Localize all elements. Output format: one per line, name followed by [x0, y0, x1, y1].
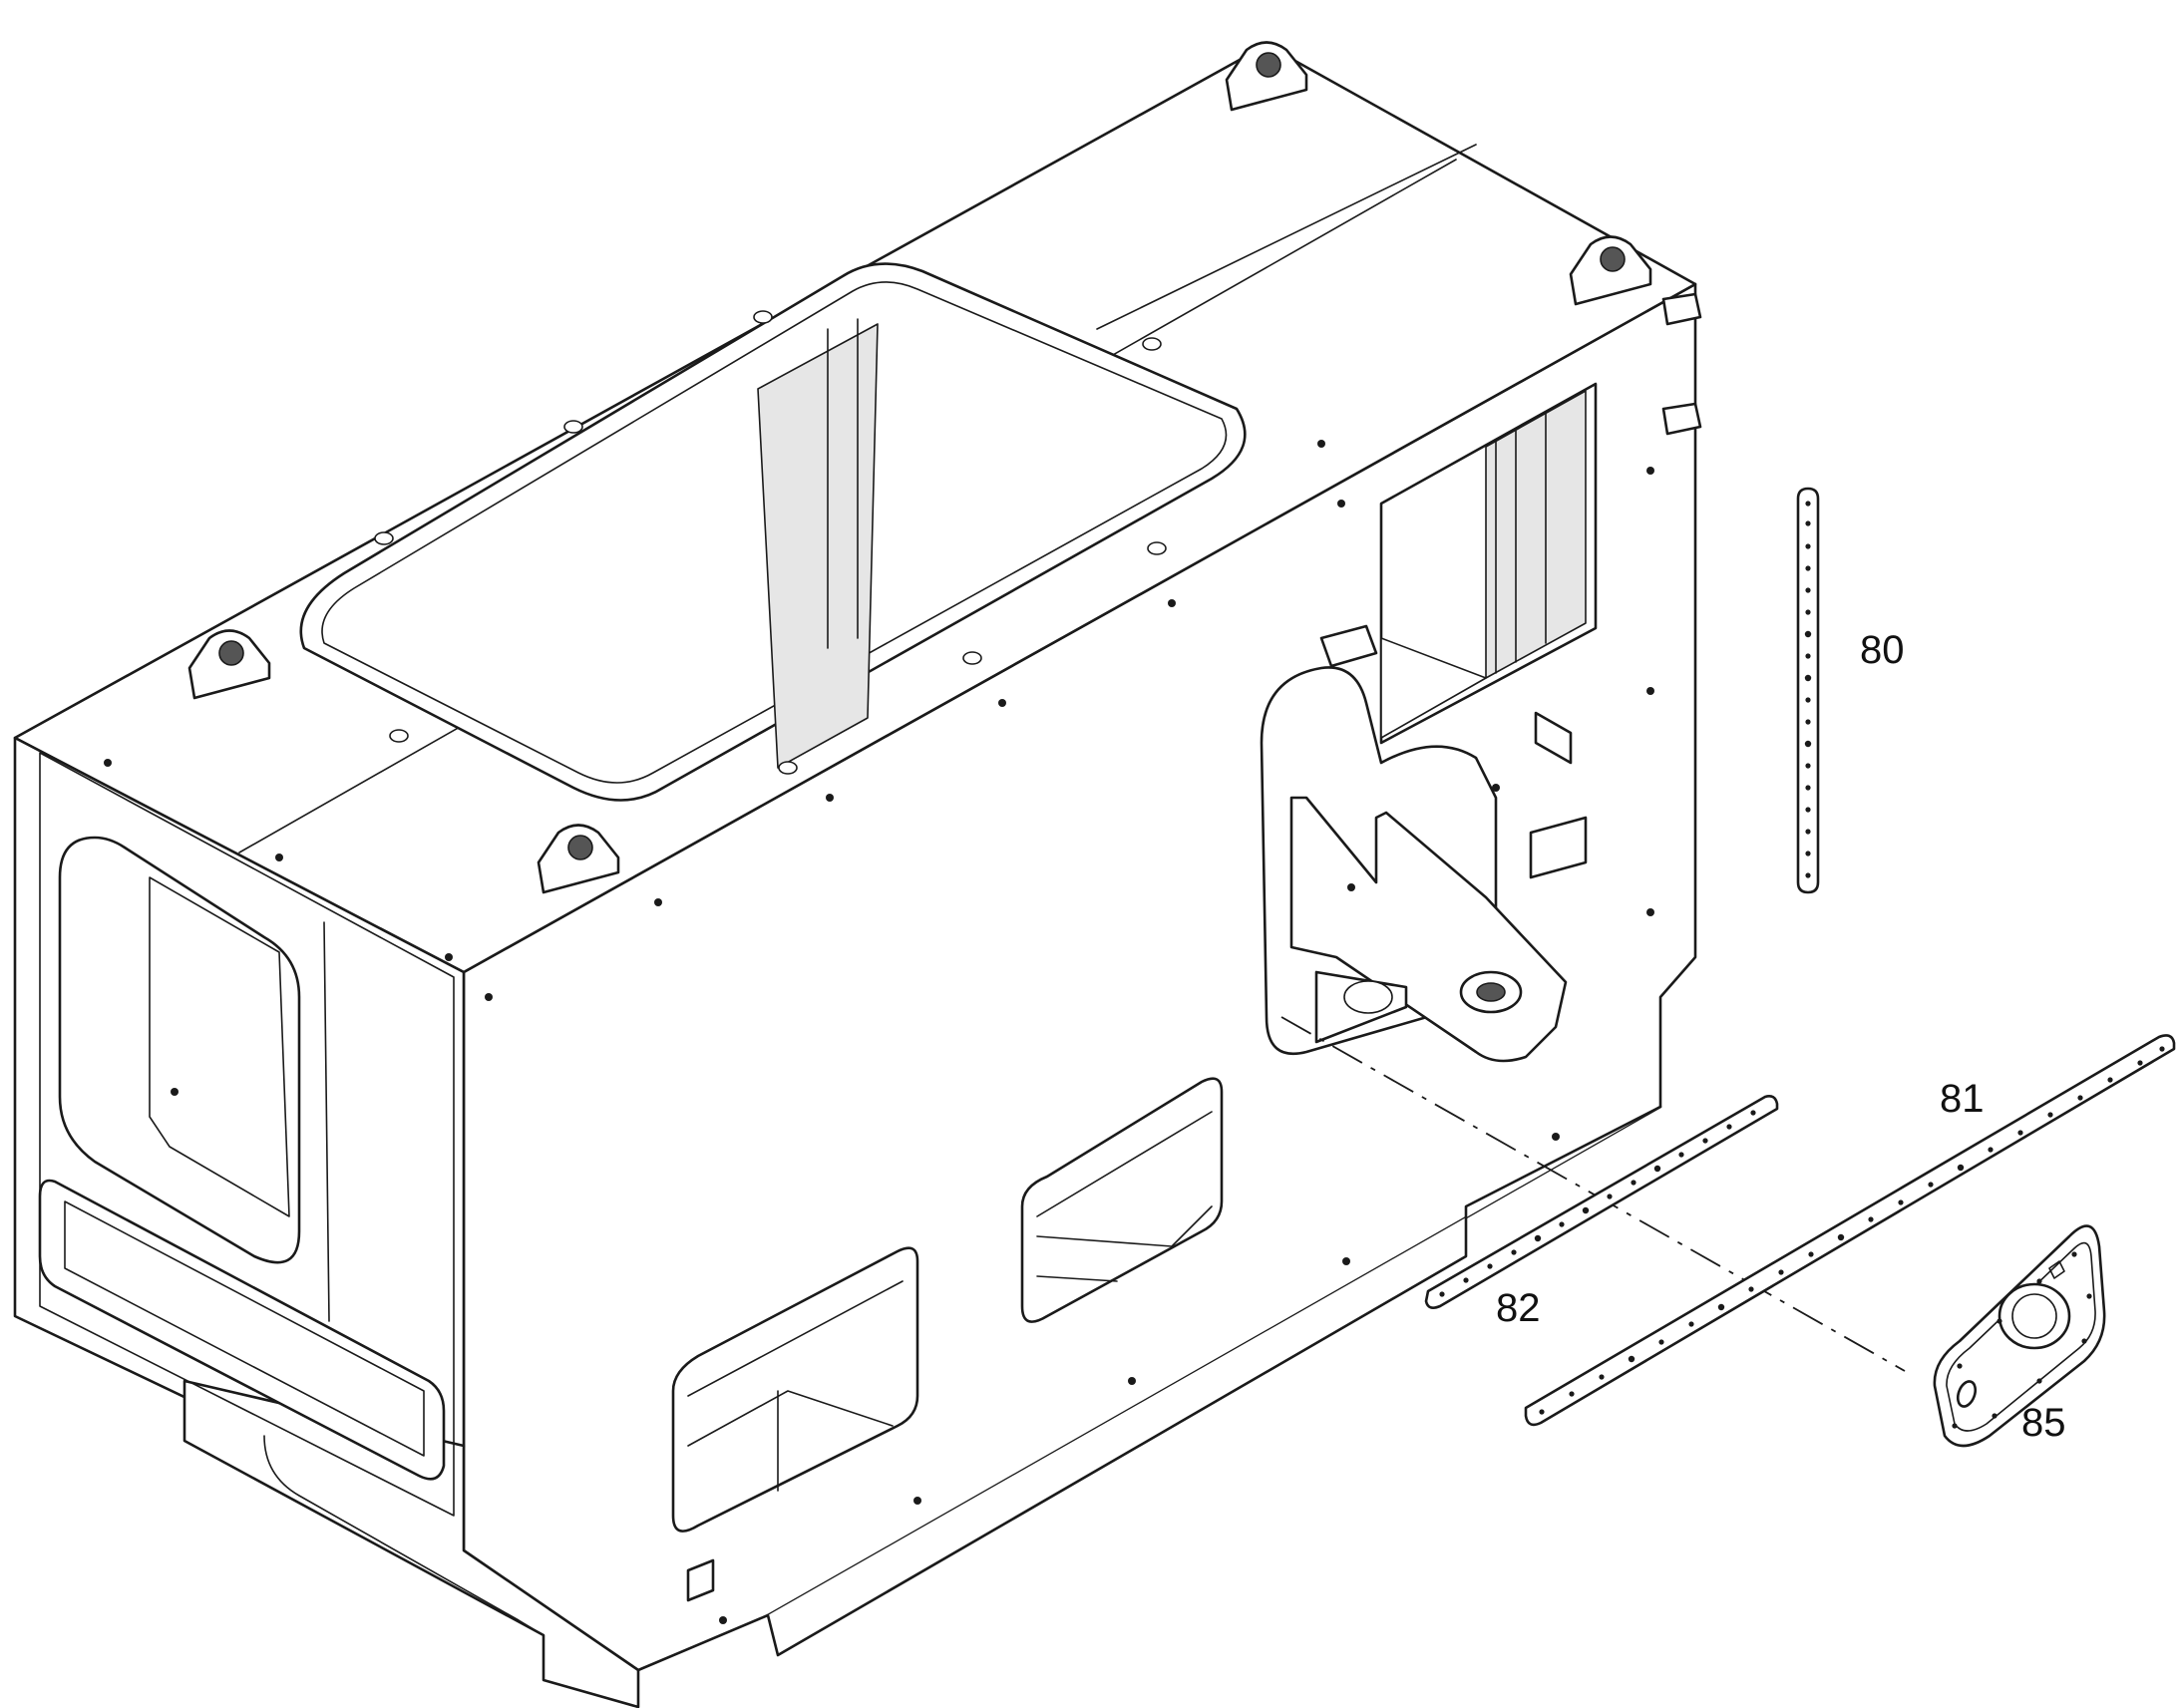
top-opening-post — [827, 318, 859, 649]
top-seam-2 — [1096, 144, 1477, 330]
left-end-lower-slot-inner — [64, 1200, 425, 1457]
strip-81-body — [1524, 1034, 2176, 1427]
side-block — [1661, 402, 1702, 436]
callout-81: 81 — [1940, 1077, 1985, 1121]
top-corner-block — [1661, 292, 1702, 326]
bearing-block — [187, 629, 271, 700]
strip-80 — [1796, 487, 1820, 894]
strip-80-holes — [1804, 501, 1812, 878]
right-upper-window — [1379, 382, 1598, 745]
strip-82-holes — [1439, 1110, 1756, 1297]
small-square-plate — [686, 1558, 715, 1602]
cover-plate-85-hole — [1956, 1380, 1978, 1408]
cover-plate-85 — [1933, 1224, 2106, 1448]
small-block — [1319, 624, 1378, 668]
top-bosses — [374, 310, 1167, 775]
housing-base-skirt — [182, 1379, 640, 1708]
strip-80-body — [1796, 487, 1820, 894]
side-pad — [1534, 711, 1573, 765]
left-end-frame — [39, 752, 455, 1517]
top-opening-frame-inner — [321, 281, 1228, 784]
fastener-studs — [104, 440, 1654, 1624]
callout-82: 82 — [1496, 1286, 1541, 1330]
cover-plate-85-rim — [1946, 1241, 2096, 1432]
access-window-center — [1020, 1077, 1224, 1323]
cover-plate-85-vent — [2048, 1260, 2065, 1279]
top-opening-inner-wall — [757, 323, 879, 769]
strip-82 — [1424, 1095, 1779, 1309]
top-opening — [299, 262, 1247, 802]
callout-85: 85 — [2021, 1401, 2066, 1445]
left-end-bottom-rail — [263, 1435, 545, 1636]
side-pad — [1529, 816, 1588, 879]
left-end-window — [58, 836, 301, 1264]
strip-81-holes — [1539, 1046, 2165, 1415]
bearing-block — [1569, 235, 1652, 306]
left-end-divider — [323, 921, 330, 1322]
side-bracket — [1260, 666, 1568, 1063]
bearing-block — [537, 824, 620, 894]
housing-base-step — [766, 1105, 1662, 1657]
callout-80: 80 — [1860, 628, 1905, 672]
assembly-axis-line — [1280, 1016, 1906, 1372]
left-end-lower-slot — [38, 1179, 446, 1481]
bearing-block — [1225, 41, 1308, 112]
access-window-left — [671, 1246, 919, 1533]
cover-plate-85-bolt-holes — [1952, 1251, 2092, 1429]
strip-81 — [1524, 1034, 2176, 1427]
left-end-window-inner — [149, 876, 290, 1217]
